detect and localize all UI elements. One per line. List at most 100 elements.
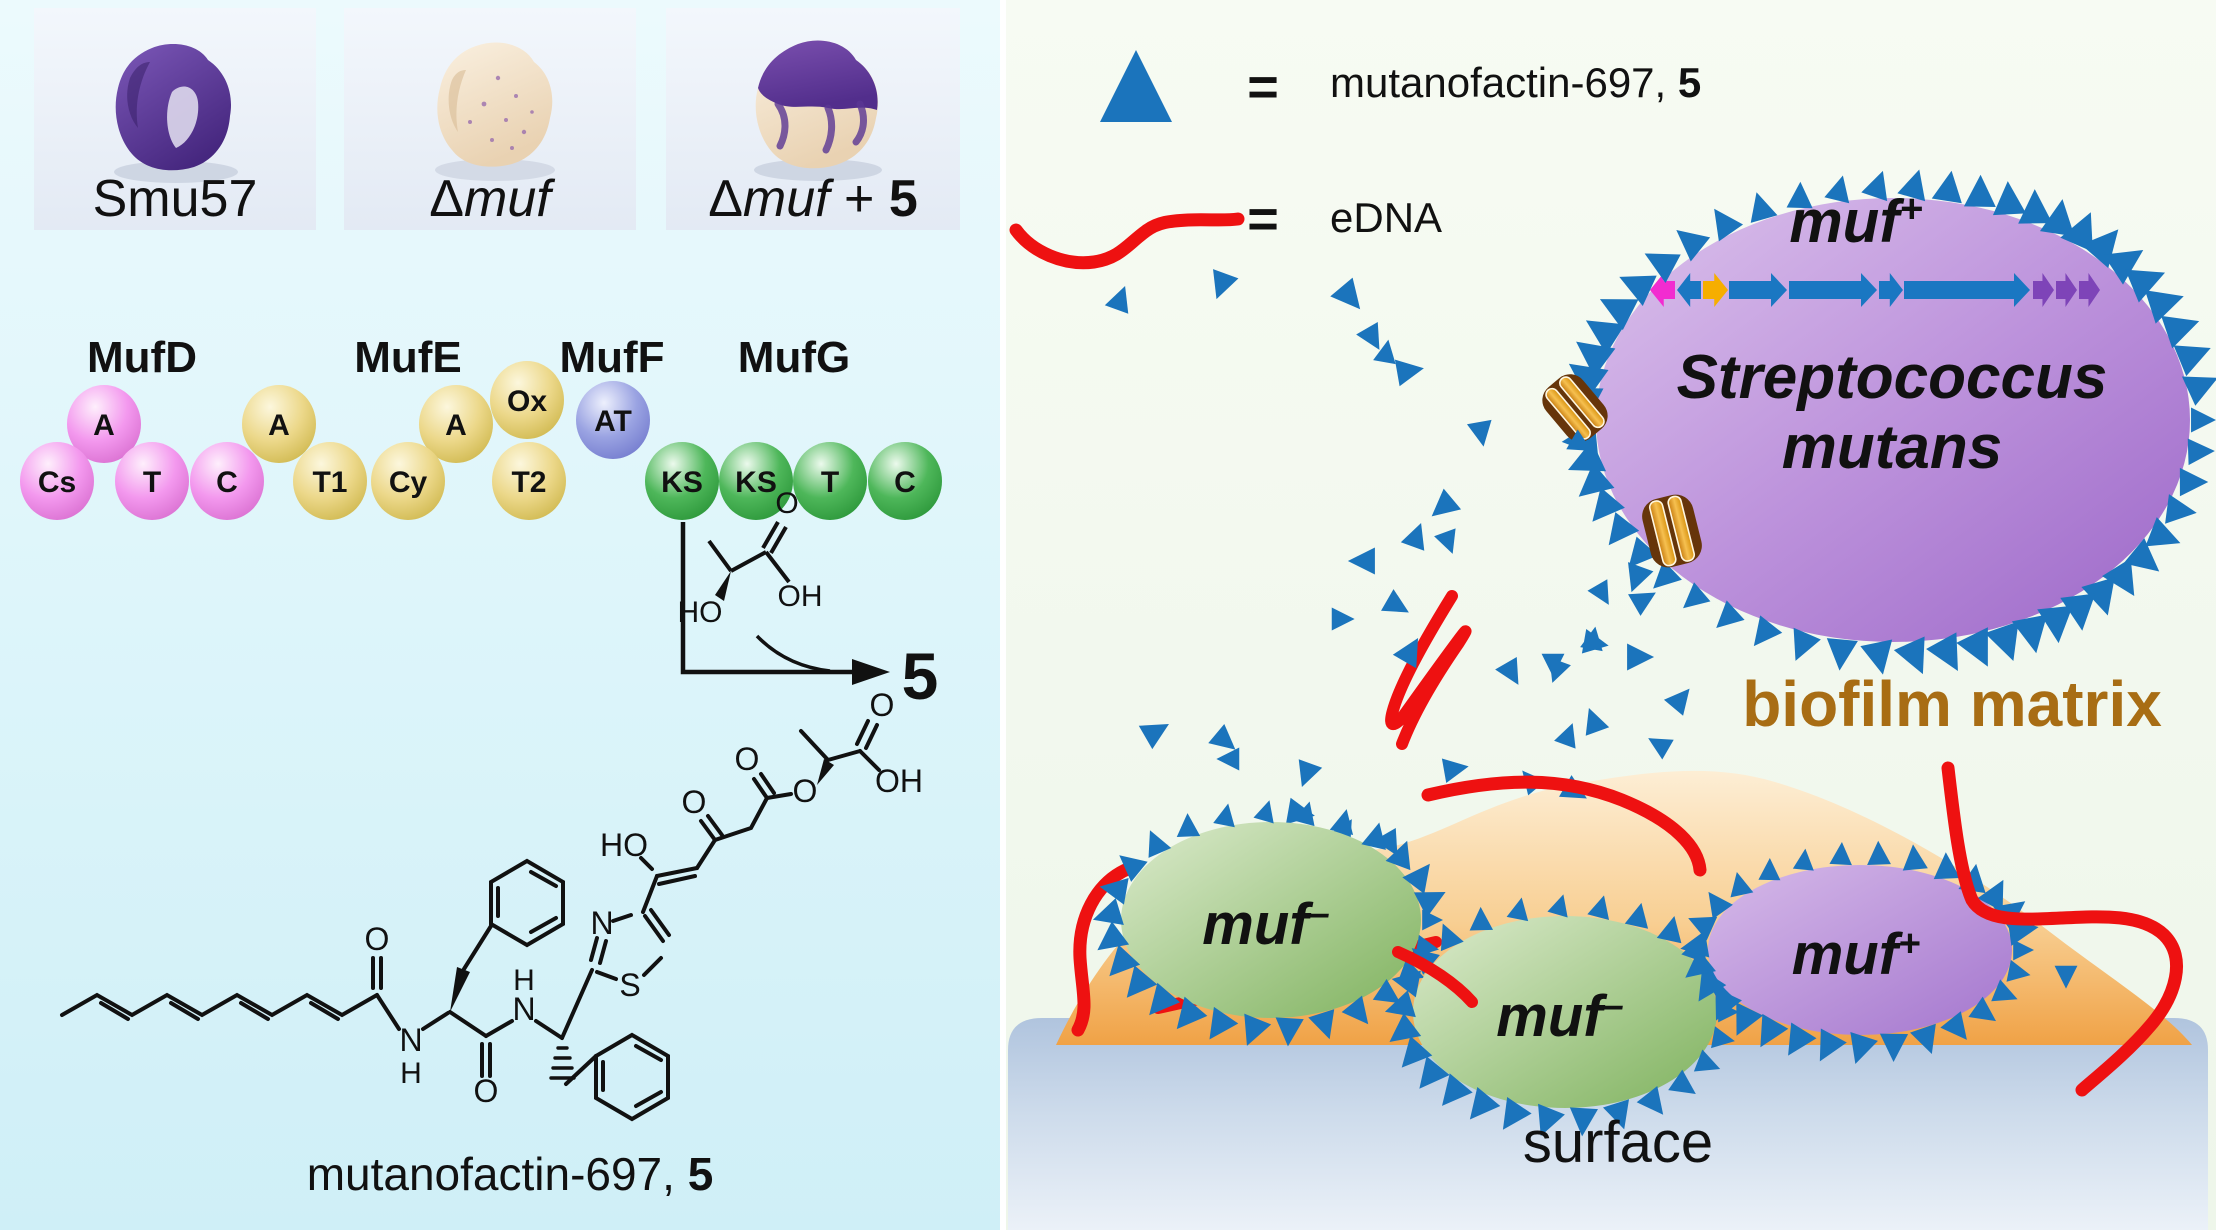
domain-circle (115, 442, 189, 520)
mutanofactin-triangle-icon (1578, 462, 1615, 497)
mutanofactin-triangle-icon (1401, 1035, 1433, 1068)
svg-text:KS: KS (735, 466, 777, 499)
svg-text:O: O (474, 1073, 499, 1109)
streptococcus-mutans-cell: muf+ Streptococcus mutans (1542, 169, 2216, 675)
mutanofactin-triangle-icon (2173, 345, 2211, 377)
mutanofactin-triangle-icon (1587, 895, 1610, 921)
wedge-bond (817, 759, 834, 785)
mutanofactin-triangle-icon (2179, 467, 2209, 497)
mutanofactin-triangle-icon (1587, 579, 1609, 605)
mutanofactin-triangle-icon (1788, 1022, 1817, 1056)
mutanofactin-triangle-icon (2018, 189, 2053, 224)
pellet-speckles (468, 75, 534, 150)
mutanofactin-triangle-icon (1663, 688, 1690, 716)
mutanofactin-triangle-icon (1628, 536, 1659, 568)
mutanofactin-triangle-icon (2039, 199, 2075, 237)
mutanofactin-triangle-icon (2161, 315, 2200, 349)
mutanofactin-triangle-icon (1715, 987, 1742, 1021)
pellet-cream (437, 42, 553, 167)
cell-label: muf– (1496, 984, 1623, 1049)
domain-circle (576, 381, 650, 459)
mutanofactin-triangle-icon (1698, 969, 1727, 1002)
mutanofactin-triangle-icon (1554, 723, 1576, 749)
photo-label-smu57: Smu57 (93, 170, 258, 228)
mutanofactin-triangle-icon (1391, 970, 1421, 998)
mutanofactin-triangle-icon (1431, 488, 1462, 517)
mutanofactin-triangle-icon (1469, 906, 1494, 931)
mutanofactin-triangle-icon (1683, 582, 1711, 609)
mutanofactin-triangle-icon (1829, 842, 1852, 866)
svg-text:O: O (775, 487, 798, 520)
mutanofactin-triangle-icon (2060, 593, 2096, 631)
svg-text:AT: AT (594, 405, 632, 438)
mutanofactin-triangle-icon (1860, 639, 1893, 675)
photo-label-dmuf: Δmuf (429, 170, 555, 228)
mutanofactin-triangle-icon (1714, 208, 1744, 242)
mutanofactin-triangle-icon (1910, 1023, 1936, 1055)
mutanofactin-triangle-icon (2125, 269, 2166, 303)
mutanofactin-triangle-icon (1693, 1049, 1721, 1072)
pellet-purple-streaks (774, 100, 867, 154)
mutanofactin-triangle-icon (1441, 758, 1469, 784)
mutanofactin-triangle-icon (1792, 848, 1814, 871)
muf-plus-cell: muf+ (1680, 840, 2039, 1065)
gene-arrow-icon (1789, 273, 1877, 307)
mutanofactin-triangle-icon (1538, 1103, 1565, 1136)
gene-arrow-icon (1650, 273, 1675, 307)
svg-text:A: A (93, 409, 115, 442)
mutanofactin-triangle-icon (1648, 738, 1674, 760)
molecule-atom-labels: O N H O N H HO N S O O O O OH (365, 687, 923, 1109)
mutanofactin-triangle-icon (1599, 299, 1639, 331)
mutanofactin-triangle-icon (1933, 852, 1961, 880)
mutanofactin-triangle-icon (1826, 638, 1858, 671)
mutanofactin-triangle-icon (2081, 577, 2115, 616)
mutanofactin-triangle-icon (1413, 891, 1446, 918)
cell-body (1121, 822, 1421, 1018)
mutanofactin-triangle-icon (1502, 1097, 1532, 1130)
mutanofactin-triangle-icon (1608, 512, 1640, 546)
equals-sign: = (1247, 189, 1279, 249)
mutanofactin-triangle-icon (1940, 1011, 1967, 1040)
edna-strand (1421, 775, 1707, 877)
domain-circle (793, 442, 867, 520)
photo-label-dmuf-plus-5: Δmuf + 5 (708, 170, 918, 228)
domain-circle-labels: Cs A T C A T1 Cy A Ox T2 AT KS KS T C (38, 385, 916, 499)
mutanofactin-triangle-icon (1680, 930, 1710, 958)
mutanofactin-triangle-icon (1602, 1099, 1629, 1130)
mutanofactin-triangle-icon (1389, 1013, 1422, 1043)
svg-text:KS: KS (661, 466, 703, 499)
svg-text:O: O (365, 921, 390, 957)
mutanofactin-triangle-icon (1581, 628, 1609, 654)
mutanofactin-triangle-icon (1104, 286, 1129, 314)
mutanofactin-triangle-icon (1902, 844, 1928, 871)
gene-arrow-icon (2056, 273, 2077, 307)
svg-text:A: A (445, 409, 467, 442)
mutanofactin-triangle-icon (1392, 638, 1419, 669)
mutanofactin-triangle-icon (1628, 562, 1654, 593)
mutanofactin-triangle-icon (1786, 181, 1813, 209)
species-name-line2: mutans (1782, 413, 2002, 482)
edna-squiggle-icon (1009, 212, 1245, 270)
mutanofactin-triangle-icon (1341, 995, 1369, 1025)
mutanofactin-triangle-icon (1381, 589, 1409, 613)
mutanofactin-triangle-icon (1330, 277, 1361, 310)
mutanofactin-triangle-icon (1750, 192, 1778, 223)
svg-text:T1: T1 (312, 466, 347, 499)
svg-text:Ox: Ox (507, 385, 547, 418)
pellet-shadow (435, 159, 555, 181)
mutanofactin-triangle-icon (1793, 627, 1821, 661)
mutanofactin-triangle-icon (2191, 407, 2216, 433)
mutanofactin-triangle-icon (2187, 438, 2215, 466)
protein-name-mufe: MufE (354, 333, 462, 382)
gene-arrow-icon (2033, 273, 2054, 307)
svg-text:T: T (821, 466, 839, 499)
mutanofactin-triangle-icon (2102, 558, 2135, 596)
product-number-5: 5 (902, 639, 939, 713)
biofilm-matrix-label: biofilm matrix (1742, 668, 2162, 740)
mutanofactin-triangle-icon (1347, 547, 1375, 575)
mutanofactin-triangle-icon (1549, 657, 1571, 683)
mutanofactin-triangle-icon (1176, 996, 1208, 1030)
mutanofactin-triangle-icon (1149, 982, 1181, 1016)
mutanofactin-triangle-icon (1708, 891, 1733, 920)
svg-text:H: H (400, 1057, 422, 1090)
